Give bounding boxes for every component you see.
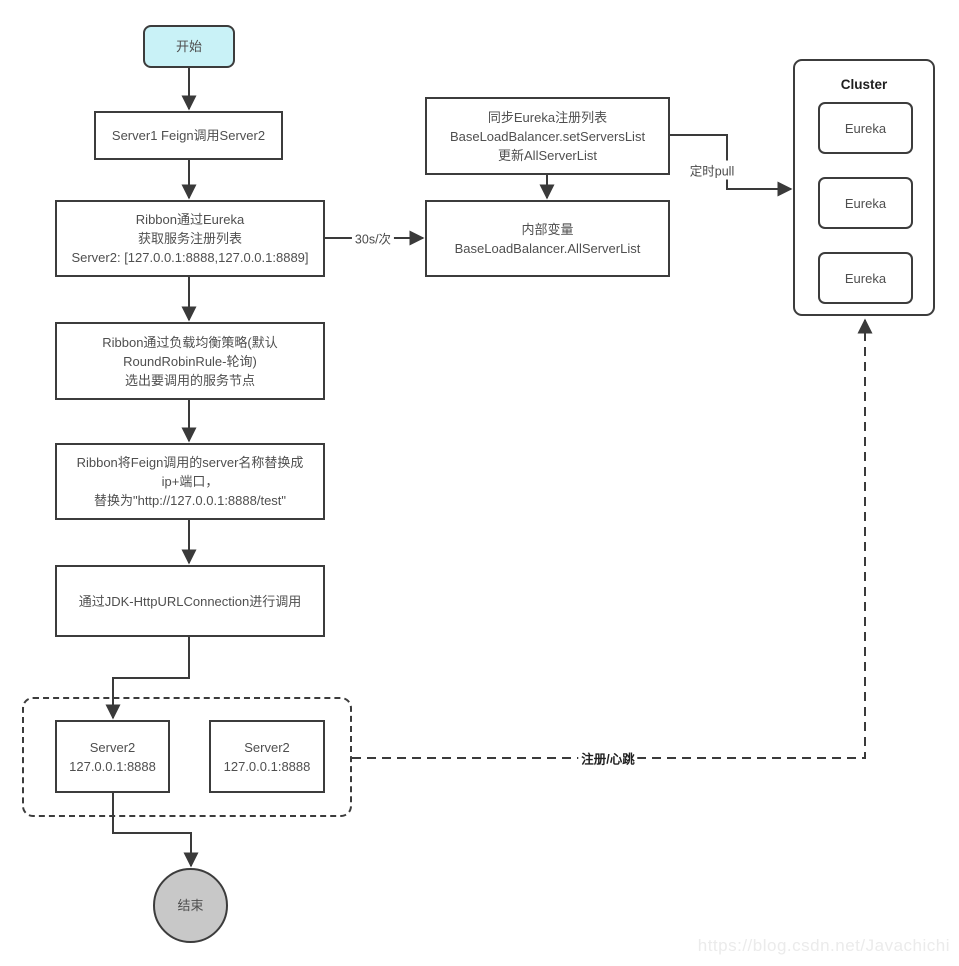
- server2-node-right: Server2 127.0.0.1:8888: [209, 720, 325, 793]
- start-node: 开始: [143, 25, 235, 68]
- eureka-node-1: Eureka: [818, 102, 913, 154]
- eureka-node-2: Eureka: [818, 177, 913, 229]
- edge-label-register-heartbeat: 注册/心跳: [578, 748, 638, 768]
- edge-label-timed-pull: 定时pull: [686, 160, 738, 180]
- step-ribbon-fetch-registry: Ribbon通过Eureka 获取服务注册列表 Server2: [127.0.…: [55, 200, 325, 277]
- edge-register-heartbeat-dashed: [352, 318, 873, 759]
- step-ribbon-replace-servername: Ribbon将Feign调用的server名称替换成 ip+端口， 替换为"ht…: [55, 443, 325, 520]
- watermark: https://blog.csdn.net/Javachichi: [697, 936, 950, 955]
- edge-label-interval: 30s/次: [351, 228, 395, 248]
- cluster-title: Cluster: [840, 77, 888, 92]
- internal-variable-box: 内部变量 BaseLoadBalancer.AllServerList: [425, 200, 670, 277]
- eureka-node-3: Eureka: [818, 252, 913, 304]
- server2-node-left: Server2 127.0.0.1:8888: [55, 720, 170, 793]
- step-server1-feign-call: Server1 Feign调用Server2: [94, 111, 283, 160]
- cluster-container: Cluster Eureka Eureka Eureka: [793, 59, 935, 316]
- end-node: 结束: [153, 868, 228, 943]
- sync-eureka-registry-box: 同步Eureka注册列表 BaseLoadBalancer.setServers…: [425, 97, 670, 175]
- step-ribbon-loadbalance-rule: Ribbon通过负载均衡策略(默认 RoundRobinRule-轮询) 选出要…: [55, 322, 325, 400]
- step-jdk-httpurlconnection: 通过JDK-HttpURLConnection进行调用: [55, 565, 325, 637]
